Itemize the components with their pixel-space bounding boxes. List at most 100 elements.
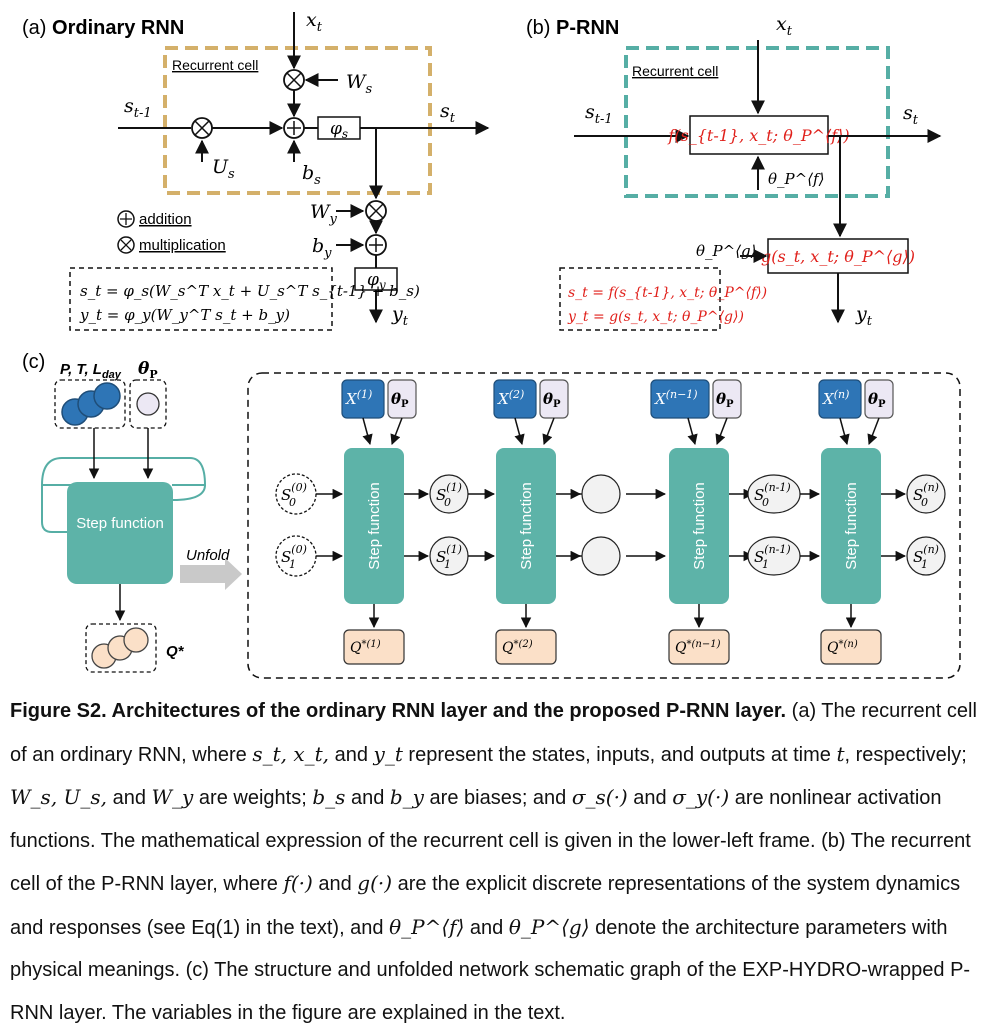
g-function-box bbox=[767, 238, 909, 274]
caption-math: W_y bbox=[151, 785, 194, 809]
x-input-label-2: X(2) bbox=[497, 388, 524, 408]
equation-a-1: s_t = φ_s(W_s^T x_t + U_s^T s_{t-1} + b_… bbox=[80, 282, 420, 300]
panel-c-label: (c) bbox=[22, 351, 45, 373]
q-output-box-4 bbox=[820, 629, 882, 665]
recurrent-cell-label-a: Recurrent cell bbox=[172, 57, 258, 73]
st-label-b: st bbox=[903, 102, 919, 128]
f-function-label: f(s_{t-1}, x_t; θ_P^⟨f⟩) bbox=[667, 126, 849, 145]
unfold-arrow bbox=[180, 558, 242, 590]
caption-text: and bbox=[627, 787, 673, 809]
theta-node bbox=[136, 392, 160, 416]
st-label-a: st bbox=[440, 100, 456, 126]
theta-p-label-c: θP bbox=[138, 359, 158, 381]
step-function-block bbox=[67, 482, 173, 584]
panel-a-label: (a) Ordinary RNN bbox=[22, 17, 184, 39]
caption-text: denote the architecture parameters with … bbox=[10, 916, 971, 1024]
theta-label-3: θP bbox=[716, 390, 734, 410]
theta-label-1: θP bbox=[391, 390, 409, 410]
q-output-label-4: Q*(n) bbox=[827, 639, 858, 656]
q-output-box-3 bbox=[668, 629, 730, 665]
caption-math: t bbox=[836, 741, 845, 766]
equation-b-2: y_t = g(s_t, x_t; θ_P^⟨g⟩) bbox=[567, 309, 744, 325]
step-label-2: Step function bbox=[518, 482, 535, 570]
caption-math: b_s bbox=[312, 785, 346, 809]
recurrence-loop bbox=[40, 457, 207, 486]
panel-a-title: Ordinary RNN bbox=[52, 17, 184, 39]
equation-frame-b bbox=[559, 267, 721, 331]
caption-math: b_y bbox=[389, 785, 424, 809]
caption-text: and bbox=[107, 787, 152, 809]
caption-math: σ_y(·) bbox=[672, 785, 730, 809]
phi-s-label: φs bbox=[330, 119, 348, 141]
state-s1-label-3: S(n-1) bbox=[754, 543, 791, 566]
caption-text: are biases; and bbox=[423, 787, 572, 809]
caption-math: s_t, x_t, bbox=[252, 741, 330, 766]
state-s0-4 bbox=[906, 474, 946, 514]
equation-a-2: y_t = φ_y(W_y^T s_t + b_y) bbox=[79, 306, 290, 324]
panel-c: (c) P, T, Lday θP Step function Q* Unfol… bbox=[22, 351, 961, 679]
state-s1-sub-4: 1 bbox=[921, 558, 928, 571]
phi-y-label: φy bbox=[367, 270, 386, 292]
inputs-group bbox=[54, 379, 126, 429]
caption-text: represent the states, inputs, and output… bbox=[402, 743, 837, 766]
x-input-box-3 bbox=[650, 379, 710, 419]
caption-title: Figure S2. Architectures of the ordinary… bbox=[10, 700, 787, 722]
caption-math: y_t bbox=[373, 741, 403, 766]
panel-b: (b) P-RNN Recurrent cell xt st-1 f(s_{t-… bbox=[526, 13, 942, 331]
step-function-text: Step function bbox=[76, 515, 164, 532]
step-block-1 bbox=[344, 448, 404, 604]
yt-label-b: yt bbox=[855, 303, 873, 329]
state-s0-2 bbox=[581, 474, 621, 514]
step-label-1: Step function bbox=[366, 482, 383, 570]
caption-text: are weights; bbox=[193, 787, 313, 809]
f-function-box bbox=[689, 115, 829, 155]
xt-label-b: xt bbox=[776, 13, 793, 39]
x-input-label-3: X(n−1) bbox=[654, 388, 698, 408]
by-label: by bbox=[312, 235, 332, 261]
input-node-3 bbox=[93, 382, 121, 410]
caption-text: (a) The recurrent cell of an ordinary RN… bbox=[10, 700, 977, 766]
yt-label-a: yt bbox=[391, 303, 409, 329]
step-label-4: Step function bbox=[843, 482, 860, 570]
panel-b-label: (b) P-RNN bbox=[526, 17, 619, 39]
st-1-label-a: st-1 bbox=[124, 95, 152, 121]
us-label: Us bbox=[212, 156, 235, 182]
state-s0-label-4: S(n) bbox=[913, 481, 939, 504]
figure-s2-diagram: (a) Ordinary RNN Recurrent cell xt Ws st… bbox=[22, 9, 961, 679]
panel-a: (a) Ordinary RNN Recurrent cell xt Ws st… bbox=[22, 9, 490, 331]
state-s1-label-4: S(n) bbox=[913, 543, 939, 566]
inputs-label: P, T, Lday bbox=[60, 361, 122, 381]
state-s0-label-1: S(1) bbox=[436, 481, 462, 504]
panel-b-title: P-RNN bbox=[556, 17, 619, 39]
caption-text: and bbox=[464, 916, 509, 939]
q-output-label-1: Q*(1) bbox=[350, 639, 381, 656]
xt-label-a: xt bbox=[306, 9, 323, 35]
theta-label-4: θP bbox=[868, 390, 886, 410]
state-s0-sub-1: 0 bbox=[444, 496, 451, 509]
init-s1-label: S(0) bbox=[281, 543, 307, 566]
state-s1-sub-1: 1 bbox=[444, 558, 451, 571]
theta-label-2: θP bbox=[543, 390, 561, 410]
equation-frame-a bbox=[69, 267, 333, 331]
q-output-box-1 bbox=[343, 629, 405, 665]
output-node-3 bbox=[123, 627, 149, 653]
caption-text: and bbox=[345, 787, 390, 809]
caption-math: σ_s(·) bbox=[571, 785, 628, 809]
state-s1-label-1: S(1) bbox=[436, 543, 462, 566]
caption-text: and bbox=[312, 873, 358, 895]
step-function-line: Step function bbox=[76, 515, 164, 532]
q-output-label-2: Q*(2) bbox=[502, 639, 533, 656]
recurrent-cell-frame-a bbox=[163, 46, 432, 195]
state-s1-4 bbox=[906, 536, 946, 576]
step-block-4 bbox=[821, 448, 881, 604]
unfold-label: Unfold bbox=[186, 547, 230, 564]
theta-f-label: θ_P^⟨f⟩ bbox=[768, 170, 824, 188]
wy-label: Wy bbox=[310, 201, 338, 227]
q-output-box-2 bbox=[495, 629, 557, 665]
legend-addition: addition bbox=[139, 211, 192, 228]
g-function-label: g(s_t, x_t; θ_P^⟨g⟩) bbox=[761, 247, 915, 266]
ws-label: Ws bbox=[346, 71, 373, 97]
caption-math: θ_P^⟨g⟩ bbox=[508, 914, 590, 939]
step-block-3 bbox=[669, 448, 729, 604]
